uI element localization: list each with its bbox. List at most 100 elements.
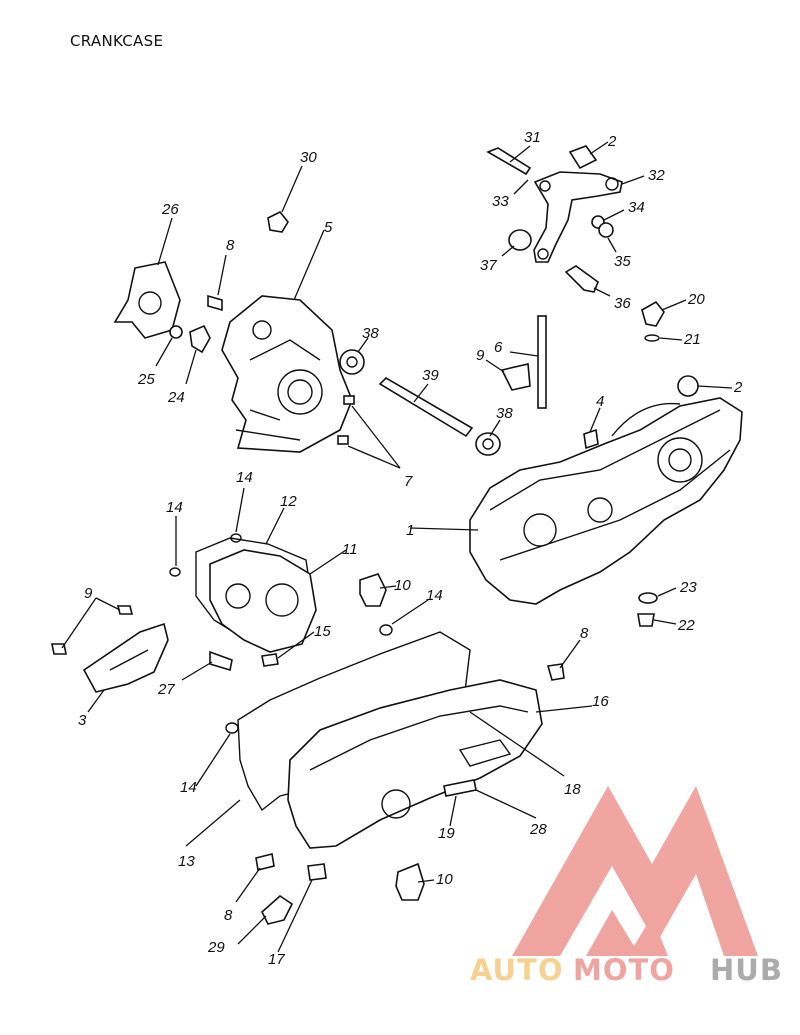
leader-8-right [559, 639, 581, 669]
callout-label: 14 [180, 779, 197, 796]
leader-2-top [589, 141, 609, 155]
callout-label: 25 [137, 371, 155, 388]
part-4-stud [583, 428, 599, 450]
callout-label: 38 [496, 405, 513, 422]
leader-10-upper [379, 585, 397, 589]
part-3-bracket [82, 622, 169, 693]
callout-label: 4 [596, 393, 604, 410]
callout-label: 16 [592, 693, 609, 710]
callout-label: 38 [362, 325, 379, 342]
part-1-bore-mid [587, 497, 613, 523]
leader-22 [653, 619, 677, 625]
callout-label: 2 [733, 379, 743, 396]
part-32-hanger-link [533, 171, 623, 263]
callout-labels: 1 2 2 3 4 5 6 7 8 8 8 9 9 10 10 11 12 13… [78, 129, 743, 968]
logo-word-hub: HUB [710, 953, 783, 987]
callout-label: 28 [529, 821, 547, 838]
part-32-hanger-eye-a [539, 180, 551, 192]
leader-14-c [391, 599, 429, 625]
part-9-clip-top [500, 363, 531, 391]
part-20-cap [641, 300, 665, 327]
callout-label: 9 [476, 347, 485, 364]
callout-label: 10 [436, 871, 453, 888]
callout-label: 29 [207, 939, 225, 956]
leader-34 [603, 209, 625, 221]
leader-38-top [357, 337, 369, 353]
part-11-cover [209, 549, 317, 653]
part-16-cover-edge [309, 705, 529, 771]
callout-label: 9 [84, 585, 93, 602]
leader-25 [155, 337, 173, 367]
callout-label: 34 [628, 199, 645, 216]
leader-3 [87, 689, 105, 713]
callout-label: 15 [314, 623, 331, 640]
part-16-cover-boss [381, 789, 411, 819]
callout-label: 2 [607, 133, 617, 150]
page-title: CRANKCASE [70, 32, 164, 50]
leader-8-low [235, 867, 261, 903]
callout-label: 26 [161, 201, 179, 218]
leader-11 [309, 549, 347, 575]
leader-9-left-a [95, 597, 121, 611]
part-26-gasket [113, 261, 181, 339]
leader-7-a [351, 405, 401, 469]
callout-label: 37 [480, 257, 497, 274]
part-9-bolt-a [116, 605, 134, 615]
callout-label: 11 [342, 541, 358, 558]
leader-7-b [347, 445, 401, 469]
part-2-bushing-top [568, 145, 598, 170]
part-5-bearing-bore [277, 369, 323, 415]
part-21-oring [644, 334, 660, 342]
part-23-washer [638, 592, 658, 604]
leader-29 [237, 915, 267, 945]
callout-label: 13 [178, 853, 195, 870]
part-1-crankcase-right [469, 397, 743, 605]
leader-5 [293, 229, 325, 301]
callout-label: 23 [679, 579, 697, 596]
callout-label: 27 [157, 681, 175, 698]
part-7-dowel-b [337, 435, 349, 445]
leader-19 [449, 795, 457, 827]
callout-label: 1 [406, 522, 414, 539]
part-24-bracket [189, 324, 211, 354]
leader-9-left-b [61, 597, 97, 649]
part-31-bolt [486, 147, 532, 176]
callout-label: 6 [494, 339, 503, 356]
callout-label: 36 [614, 295, 631, 312]
part-16-cover-slot [458, 739, 512, 767]
callout-label: 31 [524, 129, 541, 146]
callout-label: 32 [648, 167, 665, 184]
leader-26 [157, 217, 173, 266]
leader-8-top [217, 254, 227, 296]
part-1-bore-main-inner [668, 448, 692, 472]
part-32-hanger-eye-b [605, 177, 619, 191]
part-36-bolt [564, 265, 599, 293]
part-30-plug [267, 210, 289, 233]
callout-label: 3 [78, 712, 87, 729]
part-29-clamp [261, 894, 294, 925]
part-3-bracket-slot [109, 649, 149, 671]
callout-label: 8 [224, 907, 233, 924]
part-39-shaft [378, 376, 474, 438]
callout-label: 10 [394, 577, 411, 594]
leader-14-d [195, 733, 231, 787]
callout-label: 21 [683, 331, 701, 348]
part-5-bore-small [252, 320, 272, 340]
part-8-bolt-low [255, 853, 275, 871]
callout-label: 20 [687, 291, 705, 308]
leader-33 [513, 179, 529, 195]
leader-18 [469, 711, 565, 777]
part-11-cover-bore-small [225, 583, 251, 609]
leader-16 [535, 705, 593, 713]
leader-21 [659, 337, 683, 341]
leader-14-a [235, 487, 245, 533]
callout-label: 8 [580, 625, 589, 642]
leader-4 [589, 407, 601, 433]
leader-32 [621, 175, 645, 185]
part-5-bearing-bore-inner [287, 379, 313, 405]
part-17-dowel [307, 863, 327, 881]
part-14-oring-b [169, 567, 181, 577]
leader-2-right [697, 385, 733, 389]
callout-label: 30 [300, 149, 317, 166]
